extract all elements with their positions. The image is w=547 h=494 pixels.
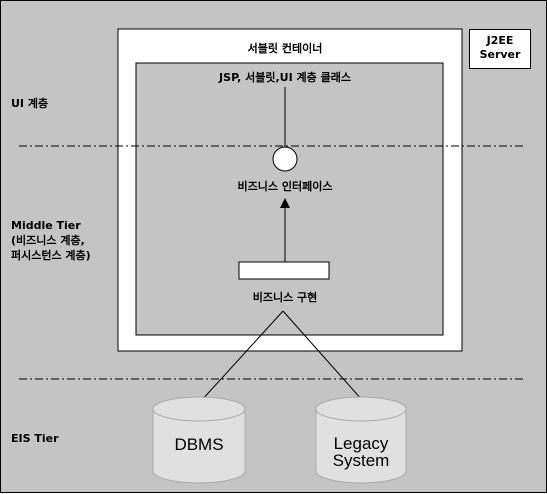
middle-tier-sublabel-1: (비즈니스 계층, xyxy=(11,234,85,247)
eis-tier-label: EIS Tier xyxy=(11,432,59,445)
ui-tier-label: UI 계층 xyxy=(11,97,49,110)
business-interface-label: 비즈니스 인터페이스 xyxy=(237,180,333,193)
server-label: Server xyxy=(479,48,521,61)
servlet-container-title: 서블릿 컨테이너 xyxy=(247,42,323,55)
legacy-system-label-1: Legacy xyxy=(333,434,389,453)
impl-to-legacy-line xyxy=(282,310,364,402)
dbms-cylinder xyxy=(152,396,246,484)
business-implementation-label: 비즈니스 구현 xyxy=(252,291,318,304)
middle-tier-sublabel-2: 퍼시스턴스 계층) xyxy=(11,249,91,262)
middle-tier-label: Middle Tier xyxy=(11,219,81,232)
legacy-system-label-2: System xyxy=(332,451,390,470)
dbms-label: DBMS xyxy=(174,435,224,454)
ui-classes-label: JSP, 서블릿,UI 계층 클래스 xyxy=(219,71,351,84)
j2ee-label: J2EE xyxy=(486,34,514,47)
j2ee-server-box: J2EE Server xyxy=(469,29,531,69)
impl-to-dbms-line xyxy=(200,310,284,402)
implementation-box xyxy=(238,261,330,280)
legacy-cylinder xyxy=(315,396,407,484)
interface-circle xyxy=(272,146,298,172)
